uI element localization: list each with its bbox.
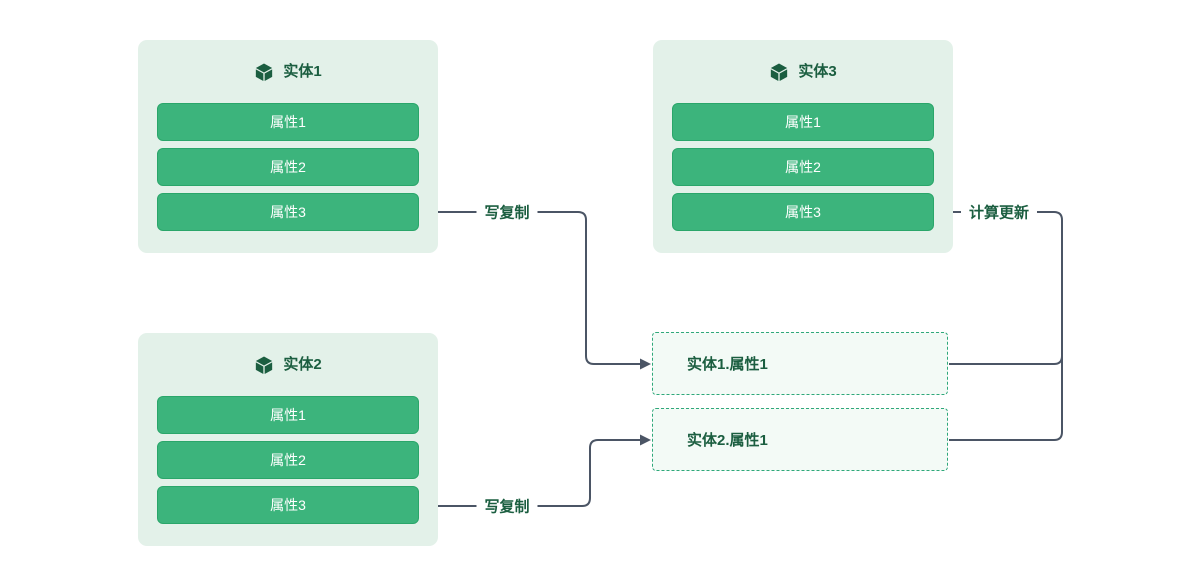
- ref-box-2-label: 实体2.属性1: [687, 432, 768, 449]
- arrowhead-into-ref2: [640, 434, 651, 446]
- entity-3-title: 实体3: [798, 63, 837, 80]
- entity-2-header: 实体2: [138, 354, 438, 376]
- edge-label-compute-update: 计算更新: [960, 199, 1038, 225]
- entity-1-header: 实体1: [138, 61, 438, 83]
- edge-write-copy-1: [429, 211, 641, 365]
- entity-1-title: 实体1: [283, 63, 322, 80]
- entity-1-attributes: 属性1 属性2 属性3: [157, 103, 419, 231]
- entity-card-3: 实体3 属性1 属性2 属性3: [653, 40, 953, 253]
- entity-3-header: 实体3: [653, 61, 953, 83]
- entity-2-title: 实体2: [283, 356, 322, 373]
- entity-3-attr-1: 属性1: [672, 103, 934, 141]
- entity-1-attr-3: 属性3: [157, 193, 419, 231]
- entity-2-attr-2: 属性2: [157, 441, 419, 479]
- arrowhead-into-ref1: [640, 358, 651, 370]
- entity-3-attr-2: 属性2: [672, 148, 934, 186]
- edge-label-write-copy-2: 写复制: [476, 493, 538, 519]
- ref-box-1-label: 实体1.属性1: [687, 356, 768, 373]
- cube-icon: [256, 356, 273, 374]
- cube-icon: [771, 63, 788, 81]
- entity-1-attr-1: 属性1: [157, 103, 419, 141]
- edge-compute-update-main: [946, 211, 1063, 441]
- ref-box-entity1-attr1: 实体1.属性1: [652, 332, 948, 395]
- entity-3-attr-3: 属性3: [672, 193, 934, 231]
- entity-2-attributes: 属性1 属性2 属性3: [157, 396, 419, 524]
- ref-box-entity2-attr1: 实体2.属性1: [652, 408, 948, 471]
- cube-icon: [256, 63, 273, 81]
- entity-card-1: 实体1 属性1 属性2 属性3: [138, 40, 438, 253]
- entity-card-2: 实体2 属性1 属性2 属性3: [138, 333, 438, 546]
- edge-compute-update-branch: [949, 355, 1063, 365]
- entity-2-attr-3: 属性3: [157, 486, 419, 524]
- entity-2-attr-1: 属性1: [157, 396, 419, 434]
- entity-3-attributes: 属性1 属性2 属性3: [672, 103, 934, 231]
- edge-write-copy-2: [429, 439, 641, 507]
- entity-1-attr-2: 属性2: [157, 148, 419, 186]
- edge-label-write-copy-1: 写复制: [476, 199, 538, 225]
